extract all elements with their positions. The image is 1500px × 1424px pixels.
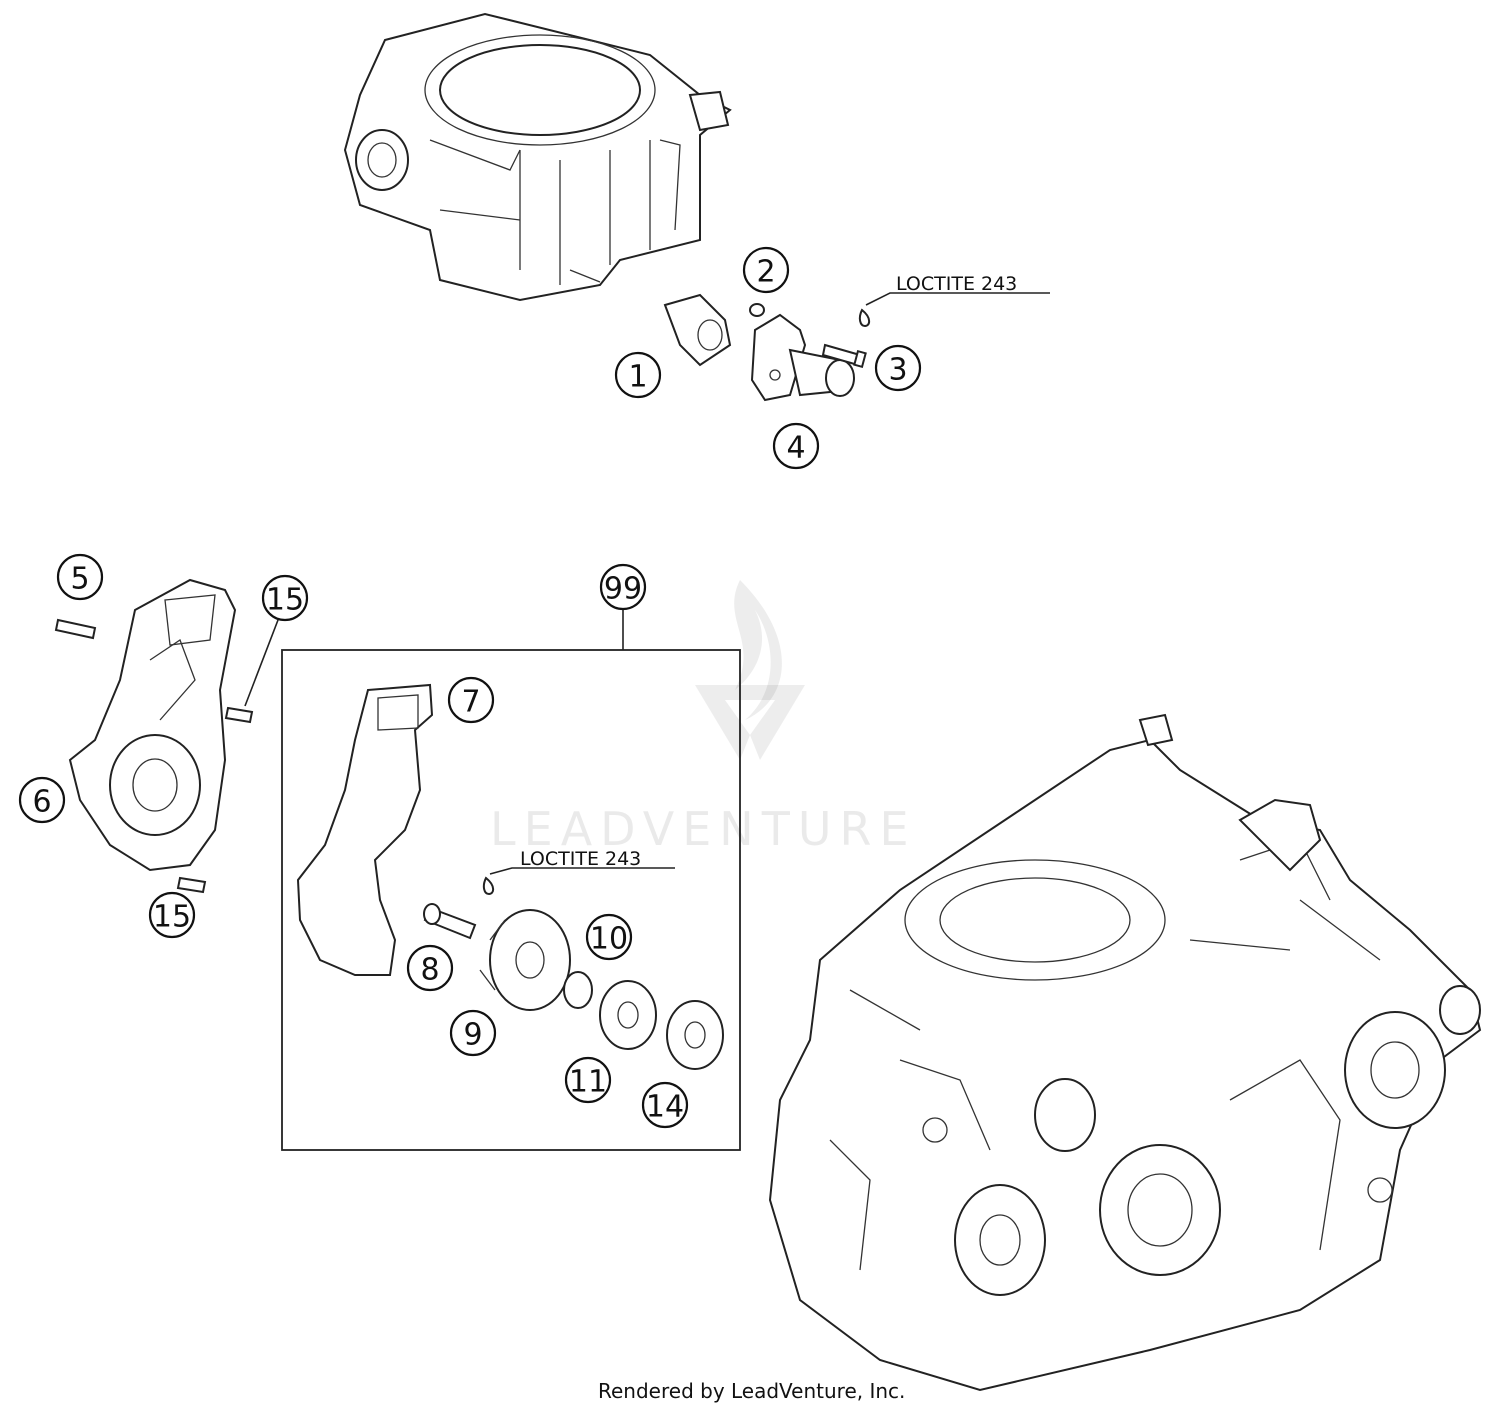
loctite-drop-icon-mid — [482, 876, 495, 896]
leadventure-watermark-logo — [695, 580, 805, 760]
callout-11[interactable]: 11 — [564, 1056, 612, 1104]
loctite-top-leader — [865, 292, 1050, 306]
svg-text:8: 8 — [420, 953, 439, 988]
callout-4[interactable]: 4 — [772, 422, 820, 470]
svg-text:10: 10 — [590, 922, 628, 957]
thermostat-part — [663, 293, 732, 367]
callout-8[interactable]: 8 — [406, 944, 454, 992]
callout-6[interactable]: 6 — [18, 776, 66, 824]
loctite-top-label: LOCTITE 243 — [896, 273, 1017, 295]
repair-kit-frame — [281, 649, 741, 1151]
svg-text:11: 11 — [569, 1065, 607, 1100]
pin-part-lower — [176, 876, 207, 894]
callout-15-upper[interactable]: 15 — [261, 574, 309, 622]
screw-part — [821, 343, 867, 369]
engine-case-illustration — [768, 713, 1482, 1392]
thermostat-housing-part — [750, 313, 855, 402]
svg-text:14: 14 — [646, 1090, 684, 1125]
callout-99[interactable]: 99 — [599, 563, 647, 611]
footer-credit: Rendered by LeadVenture, Inc. — [598, 1379, 905, 1403]
callout-3[interactable]: 3 — [874, 344, 922, 392]
loctite-drop-icon — [858, 308, 871, 328]
svg-text:2: 2 — [756, 255, 775, 290]
loctite-mid-label: LOCTITE 243 — [520, 848, 641, 870]
screw-head — [423, 903, 441, 925]
svg-text:3: 3 — [888, 353, 907, 388]
callout-2[interactable]: 2 — [742, 246, 790, 294]
pin-leader — [244, 619, 279, 707]
svg-text:9: 9 — [463, 1018, 482, 1053]
svg-text:99: 99 — [604, 572, 642, 607]
svg-text:5: 5 — [70, 562, 89, 597]
impeller-part — [479, 909, 571, 1011]
svg-text:4: 4 — [786, 431, 805, 466]
water-pump-cover-part — [68, 578, 237, 872]
svg-text:15: 15 — [153, 900, 191, 935]
o-ring-part — [749, 303, 765, 317]
callout-1[interactable]: 1 — [614, 351, 662, 399]
svg-text:6: 6 — [32, 785, 51, 820]
svg-text:15: 15 — [266, 583, 304, 618]
callout-5[interactable]: 5 — [56, 553, 104, 601]
callout-7[interactable]: 7 — [447, 676, 495, 724]
svg-text:7: 7 — [461, 685, 480, 720]
washer-part — [563, 971, 593, 1009]
watermark-text: LEADVENTURE — [490, 802, 917, 856]
callout-9[interactable]: 9 — [449, 1009, 497, 1057]
svg-text:1: 1 — [628, 360, 647, 395]
seal-ring-part — [666, 1000, 724, 1070]
loctite-mid-leader — [489, 867, 675, 875]
callout-10[interactable]: 10 — [585, 913, 633, 961]
callout-15-lower[interactable]: 15 — [148, 891, 196, 939]
bolt-part — [54, 618, 97, 640]
cylinder-illustration — [343, 12, 732, 302]
callout-14[interactable]: 14 — [641, 1081, 689, 1129]
bearing-part — [599, 980, 657, 1050]
pin-part-upper — [224, 706, 254, 724]
